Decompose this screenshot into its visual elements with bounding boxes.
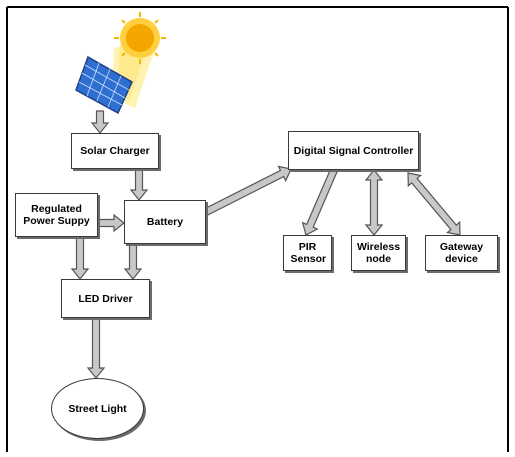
dsc-box: Digital Signal Controller xyxy=(288,131,419,170)
arrows-layer xyxy=(70,110,461,379)
wireless-node-label: Wireless node xyxy=(356,241,401,265)
wireless-node-box: Wireless node xyxy=(351,235,406,271)
arrow-battery-to-dsc xyxy=(203,165,292,216)
solar-charger-label: Solar Charger xyxy=(80,145,150,157)
battery-box: Battery xyxy=(124,200,206,244)
led-driver-label: LED Driver xyxy=(78,292,133,305)
gateway-device-box: Gateway device xyxy=(425,235,498,271)
arrow-dsc-to-pir-sensor xyxy=(301,167,338,236)
arrow-power-supply-to-battery xyxy=(97,213,125,233)
pir-sensor-box: PIR Sensor xyxy=(283,235,332,271)
gateway-device-label: Gateway device xyxy=(439,241,484,265)
solar-panel-icon xyxy=(75,55,133,115)
arrow-dsc-wireless-node xyxy=(364,169,384,236)
regulated-power-supply-label: Regulated Power Suppy xyxy=(23,203,90,227)
arrow-solar-charger-to-battery xyxy=(129,169,149,201)
street-light-label: Street Light xyxy=(68,402,127,415)
arrow-battery-to-led-driver xyxy=(123,243,143,280)
solar-charger-box: Solar Charger xyxy=(71,133,159,169)
battery-label: Battery xyxy=(146,216,184,228)
street-light-node: Street Light xyxy=(51,378,144,439)
dsc-label: Digital Signal Controller xyxy=(293,144,414,157)
led-driver-box: LED Driver xyxy=(61,279,150,318)
arrow-led-driver-to-street-light xyxy=(86,317,106,379)
arrow-panel-to-solar-charger xyxy=(90,110,110,134)
arrow-power-supply-to-led-driver xyxy=(70,236,90,280)
arrow-dsc-gateway-device xyxy=(407,172,461,236)
regulated-power-supply-box: Regulated Power Suppy xyxy=(15,193,98,237)
pir-sensor-label: PIR Sensor xyxy=(290,241,327,265)
